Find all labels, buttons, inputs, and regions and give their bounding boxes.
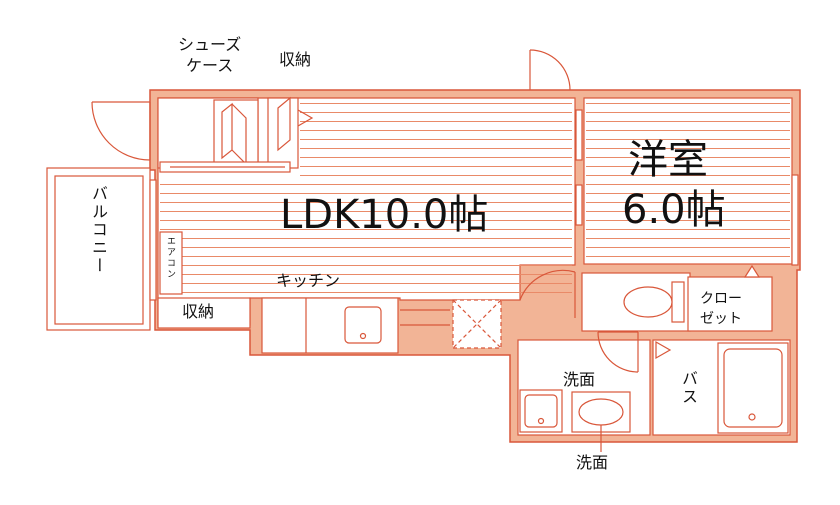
bathtub-icon [717, 342, 789, 434]
closet-label-line2: ゼット [700, 311, 742, 327]
shoe-case-label-line1: シューズ [178, 35, 242, 54]
top-door-swing-icon [529, 49, 571, 91]
western-flooring [586, 100, 790, 262]
kitchen-label: キッチン [276, 271, 341, 290]
balcony-label: バルコニー [89, 185, 108, 275]
toilet-door-swing-icon [597, 331, 639, 373]
aircon-box [159, 231, 183, 295]
closet-label-line1: クロー [700, 291, 742, 307]
ldk-flooring [300, 100, 572, 295]
shoe-case-storage-icon [159, 96, 314, 173]
wash-basin-icon [571, 391, 631, 452]
western-room-label-line1: 洋室 [628, 137, 708, 183]
western-room-label-line2: 6.0帖 [622, 187, 726, 233]
kitchen-counter [261, 297, 502, 354]
washroom-label-inner: 洗面 [563, 370, 596, 389]
bath-door-icon [655, 340, 672, 360]
aircon-label: エアコン [165, 236, 175, 280]
washer-pan-icon [519, 389, 563, 433]
ldk-label: LDK10.0帖 [280, 192, 489, 238]
closet-vent-icon [743, 264, 761, 278]
balcony [46, 167, 151, 331]
toilet-icon [623, 281, 685, 323]
bath-label: バス [679, 370, 698, 406]
ldk-flooring-left [160, 178, 302, 295]
window-marks [149, 109, 799, 301]
entrance-door-swing-icon [91, 101, 151, 161]
storage-bottom-label: 収納 [182, 302, 215, 321]
shoe-case-label-line2: ケース [186, 56, 234, 75]
washroom-label-outer: 洗面 [576, 453, 609, 472]
storage-bottom-box [157, 297, 251, 329]
storage-top-label: 収納 [279, 50, 312, 69]
washroom-door-swing-icon [519, 269, 576, 318]
closet-floor [687, 276, 773, 332]
